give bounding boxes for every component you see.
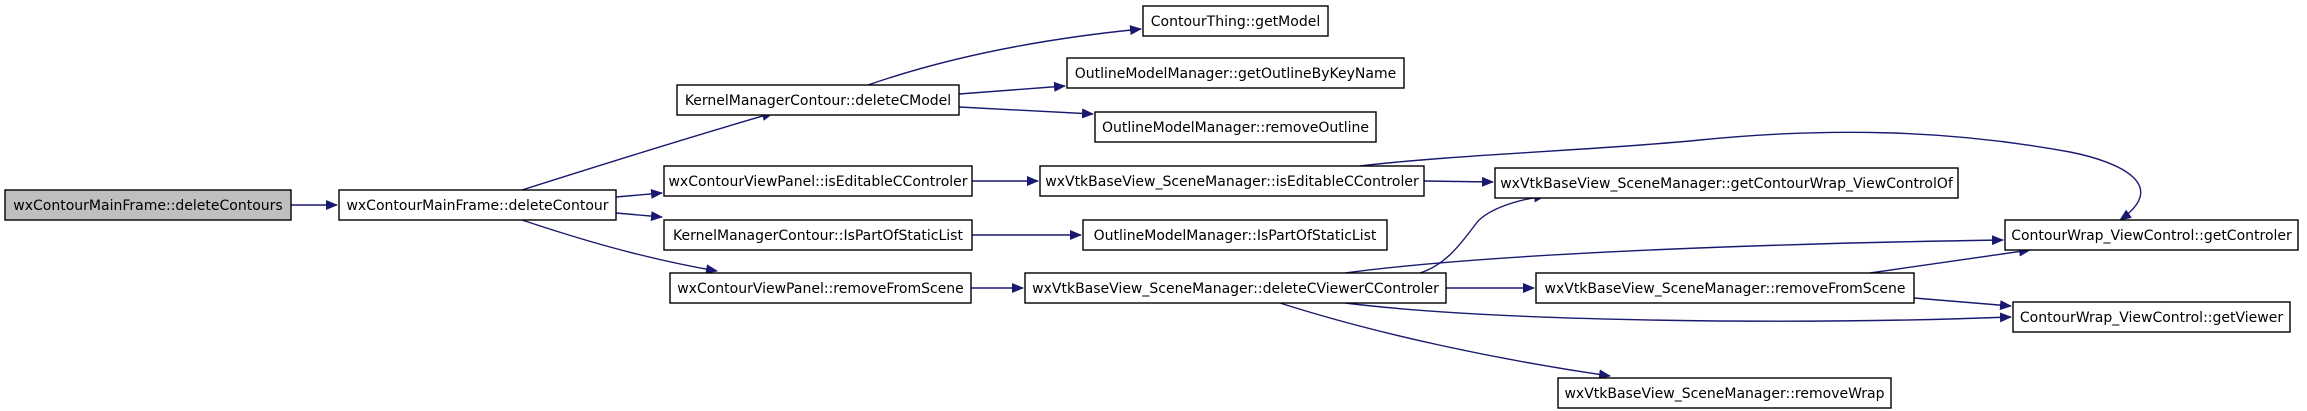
- edge-line: [521, 111, 774, 191]
- edge-n1-n5: [521, 219, 718, 275]
- node-box: [1142, 5, 1329, 37]
- edge-line: [615, 211, 663, 222]
- edge-n1-n4: [615, 211, 663, 222]
- node-box: [669, 272, 972, 304]
- edge-n9-n15: [1359, 131, 2142, 221]
- node-label: wxContourViewPanel::isEditableCControler: [668, 174, 967, 190]
- graph-node-n8[interactable]: OutlineModelManager::removeOutline: [1094, 111, 1377, 143]
- node-box: [663, 219, 973, 251]
- node-box: [2012, 301, 2291, 333]
- node-label: KernelManagerContour::IsPartOfStaticList: [673, 228, 963, 244]
- node-label: wxVtkBaseView_SceneManager::getContourWr…: [1500, 176, 1954, 192]
- node-box: [4, 189, 292, 221]
- node-label: ContourThing::getModel: [1151, 14, 1320, 30]
- edge-line: [615, 188, 663, 199]
- edge-line: [1913, 297, 2012, 311]
- node-box: [1066, 57, 1405, 89]
- edge-line: [1423, 176, 1494, 187]
- edge-n11-n12: [1419, 192, 1546, 274]
- node-box: [1535, 272, 1915, 304]
- graph-node-n16[interactable]: ContourWrap_ViewControl::getViewer: [2012, 301, 2291, 333]
- node-box: [1024, 272, 1447, 304]
- node-label: KernelManagerContour::deleteCModel: [685, 93, 951, 109]
- node-label: wxVtkBaseView_SceneManager::removeFromSc…: [1545, 281, 1906, 297]
- edge-n11-n16: [1344, 302, 2012, 323]
- node-box: [1082, 219, 1388, 251]
- graph-node-n1[interactable]: wxContourMainFrame::deleteContour: [338, 189, 617, 221]
- graph-node-n0[interactable]: wxContourMainFrame::deleteContours: [4, 189, 292, 221]
- edge-n11-n15: [1344, 235, 2004, 274]
- graph-node-n4[interactable]: KernelManagerContour::IsPartOfStaticList: [663, 219, 973, 251]
- node-label: wxVtkBaseView_SceneManager::removeWrap: [1564, 386, 1884, 402]
- edge-line: [1869, 246, 2031, 274]
- edge-n13-n15: [1869, 246, 2031, 274]
- node-label: wxVtkBaseView_SceneManager::deleteCViewe…: [1032, 281, 1439, 297]
- graph-node-n13[interactable]: wxVtkBaseView_SceneManager::removeFromSc…: [1535, 272, 1915, 304]
- graph-node-n7[interactable]: OutlineModelManager::getOutlineByKeyName: [1066, 57, 1405, 89]
- node-label: OutlineModelManager::getOutlineByKeyName: [1075, 66, 1396, 82]
- edge-n13-n16: [1913, 297, 2012, 311]
- edge-n9-n12: [1423, 176, 1494, 187]
- node-box: [676, 84, 960, 116]
- edge-line: [958, 106, 1094, 119]
- node-label: wxContourViewPanel::removeFromScene: [677, 281, 964, 297]
- edge-n2-n6: [867, 25, 1142, 86]
- node-label: wxContourMainFrame::deleteContours: [13, 198, 282, 214]
- edge-n1-n3: [615, 188, 663, 199]
- node-label: ContourWrap_ViewControl::getViewer: [2020, 310, 2283, 326]
- graph-node-n10[interactable]: OutlineModelManager::IsPartOfStaticList: [1082, 219, 1388, 251]
- graph-node-n12[interactable]: wxVtkBaseView_SceneManager::getContourWr…: [1494, 167, 1959, 199]
- node-box: [1557, 377, 1892, 409]
- edge-n1-n2: [521, 111, 774, 191]
- node-label: OutlineModelManager::IsPartOfStaticList: [1094, 228, 1377, 244]
- graph-node-n2[interactable]: KernelManagerContour::deleteCModel: [676, 84, 960, 116]
- edge-line: [1359, 131, 2142, 221]
- graph-node-n14[interactable]: wxVtkBaseView_SceneManager::removeWrap: [1557, 377, 1892, 409]
- graph-node-n11[interactable]: wxVtkBaseView_SceneManager::deleteCViewe…: [1024, 272, 1447, 304]
- edge-line: [1279, 302, 1611, 380]
- node-box: [1039, 165, 1425, 197]
- node-box: [2004, 219, 2299, 251]
- node-box: [338, 189, 617, 221]
- graph-node-n6[interactable]: ContourThing::getModel: [1142, 5, 1329, 37]
- edge-n11-n14: [1279, 302, 1611, 380]
- node-box: [1094, 111, 1377, 143]
- graph-node-n9[interactable]: wxVtkBaseView_SceneManager::isEditableCC…: [1039, 165, 1425, 197]
- node-label: wxVtkBaseView_SceneManager::isEditableCC…: [1045, 174, 1419, 190]
- edge-line: [1344, 235, 2004, 274]
- node-label: ContourWrap_ViewControl::getControler: [2011, 228, 2292, 244]
- node-box: [663, 165, 973, 197]
- node-label: OutlineModelManager::removeOutline: [1102, 120, 1369, 136]
- graph-node-n3[interactable]: wxContourViewPanel::isEditableCControler: [663, 165, 973, 197]
- graph-node-n15[interactable]: ContourWrap_ViewControl::getControler: [2004, 219, 2299, 251]
- node-label: wxContourMainFrame::deleteContour: [346, 198, 608, 214]
- graph-node-n5[interactable]: wxContourViewPanel::removeFromScene: [669, 272, 972, 304]
- node-box: [1494, 167, 1959, 199]
- edge-n2-n8: [958, 106, 1094, 119]
- edge-line: [867, 25, 1142, 86]
- edge-line: [958, 81, 1066, 95]
- edge-line: [1344, 302, 2012, 323]
- edge-n2-n7: [958, 81, 1066, 95]
- edge-line: [1419, 192, 1546, 274]
- edge-line: [521, 219, 718, 275]
